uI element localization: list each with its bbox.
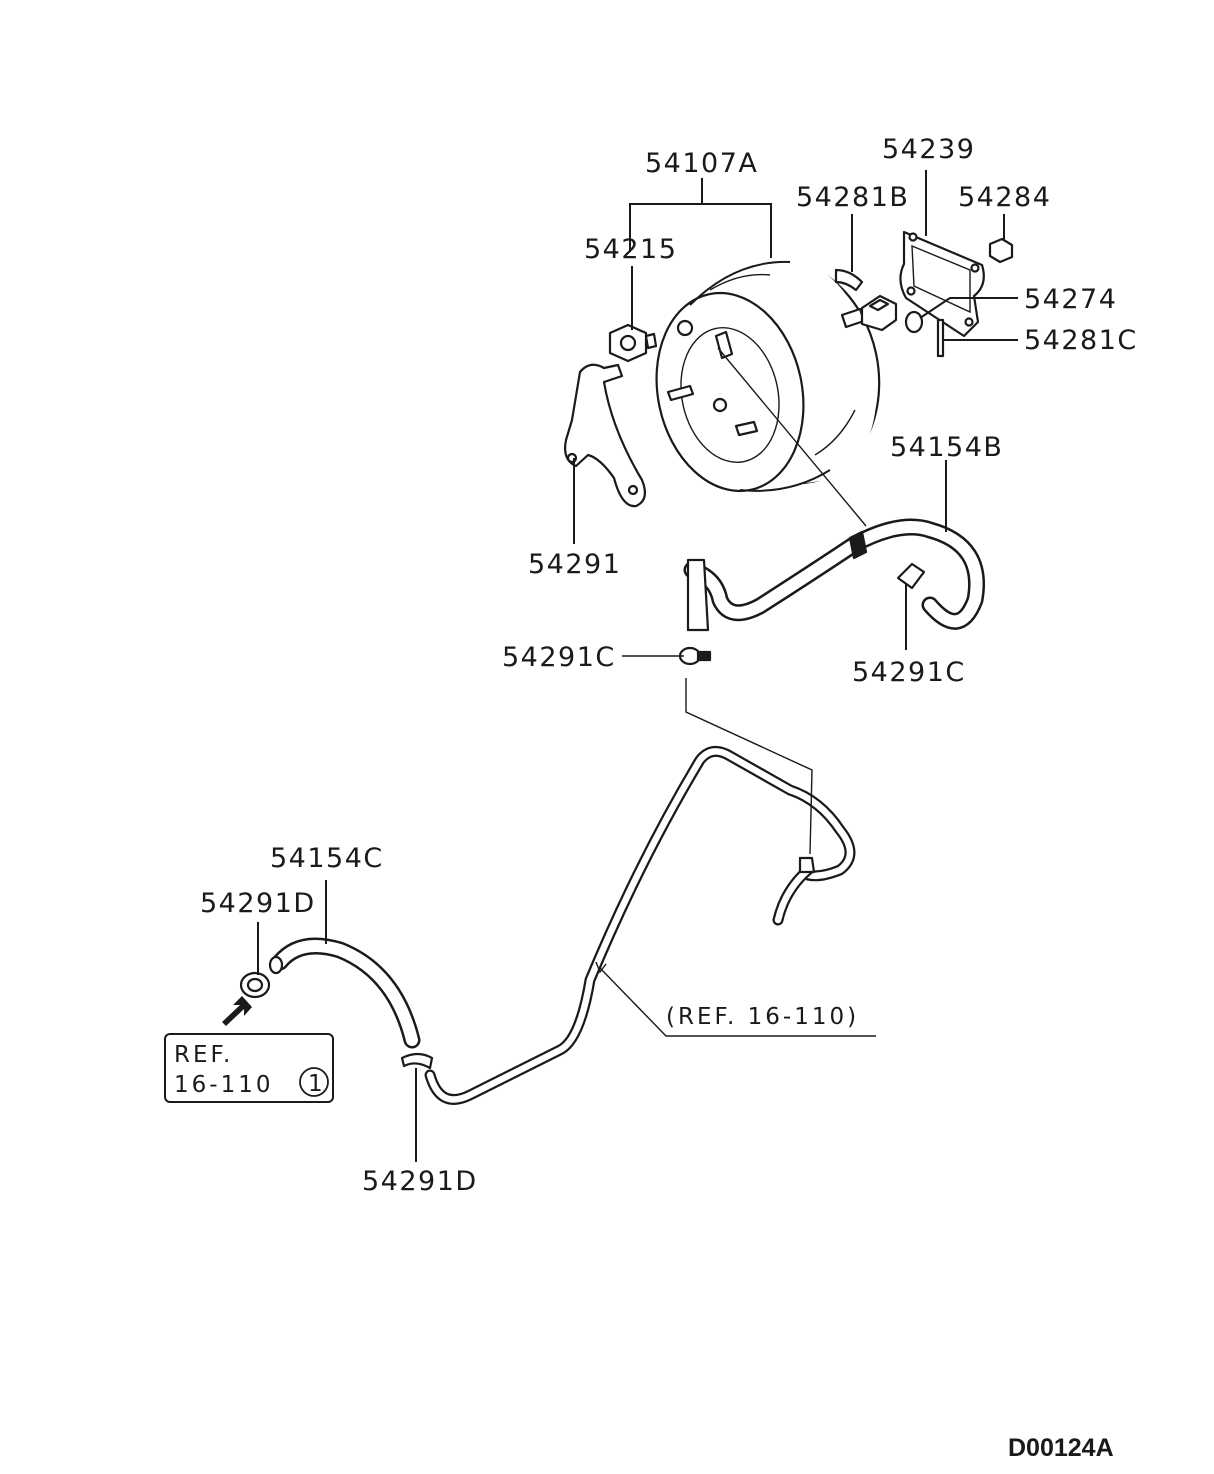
- clip-ring: [904, 310, 924, 334]
- clamp-right: [896, 562, 926, 590]
- gasket: [899, 230, 985, 338]
- clamp-left: [678, 646, 712, 666]
- label-54281C: 54281C: [1024, 325, 1138, 356]
- label-54215: 54215: [584, 234, 677, 265]
- ref-pipe-label: (REF. 16-110): [666, 1004, 859, 1030]
- ref-box-line2: 16-110: [174, 1072, 273, 1098]
- label-54291D-top: 54291D: [200, 888, 316, 919]
- ref-box: [164, 1033, 334, 1103]
- leader-lines: [257, 170, 1018, 1162]
- ref-box-line1: REF.: [174, 1042, 233, 1068]
- label-54107A: 54107A: [645, 148, 758, 179]
- vacuum-hose-upper: [683, 518, 985, 632]
- pin-upper: [834, 268, 864, 292]
- label-54291C-left: 54291C: [502, 642, 616, 673]
- pin-lower: [936, 318, 945, 358]
- vacuum-pipe: [424, 745, 856, 1105]
- label-54291: 54291: [528, 549, 621, 580]
- vacuum-hose-lower: [268, 937, 421, 1049]
- check-valve: [608, 323, 658, 363]
- label-54284: 54284: [958, 182, 1051, 213]
- label-54274: 54274: [1024, 284, 1117, 315]
- clamp-bottom: [400, 1052, 434, 1070]
- arrow-icon: [222, 996, 252, 1026]
- label-54154B: 54154B: [890, 432, 1003, 463]
- label-54281B: 54281B: [796, 182, 909, 213]
- brake-booster: [655, 257, 881, 493]
- label-54291C-right: 54291C: [852, 657, 966, 688]
- clamp-top: [239, 971, 271, 999]
- ref-box-circle-number: 1: [308, 1071, 323, 1097]
- nut: [988, 237, 1014, 264]
- label-54154C: 54154C: [270, 843, 384, 874]
- clevis: [860, 294, 898, 332]
- bracket: [564, 363, 647, 508]
- label-54239: 54239: [882, 134, 975, 165]
- diagram-code: D00124A: [1008, 1434, 1114, 1462]
- label-54291D-bottom: 54291D: [362, 1166, 478, 1197]
- ref-circle: [299, 1067, 329, 1097]
